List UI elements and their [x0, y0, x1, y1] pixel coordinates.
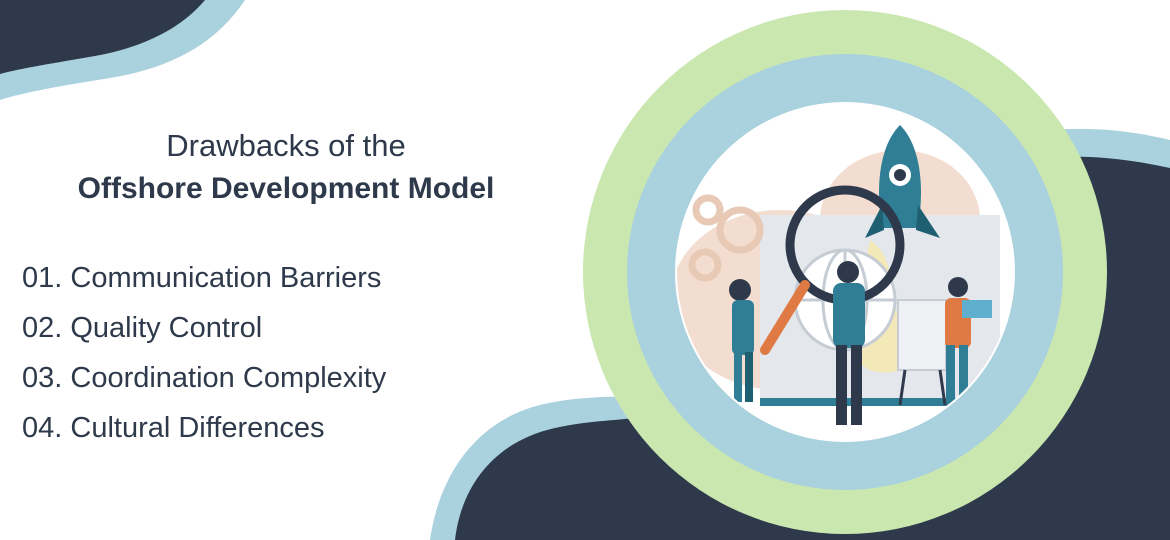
- top-left-wave-dark: [0, 0, 205, 74]
- illustration: [677, 125, 1000, 425]
- gear-icon: [688, 194, 764, 282]
- drawbacks-list: 01. Communication Barriers 02. Quality C…: [22, 258, 386, 458]
- person-left: [729, 279, 754, 402]
- rocket-icon: [865, 125, 940, 238]
- list-item: 02. Quality Control: [22, 312, 263, 344]
- list-item: 04. Cultural Differences: [22, 412, 325, 444]
- person-center: [833, 261, 865, 425]
- heading-line2: Offshore Development Model: [77, 172, 495, 205]
- heading-line1: Drawbacks of the: [166, 128, 406, 163]
- flipchart-icon: [897, 299, 947, 406]
- person-right: [945, 277, 992, 400]
- laptop-icon: [962, 300, 992, 318]
- list-item: 01. Communication Barriers: [22, 262, 382, 294]
- list-item: 03. Coordination Complexity: [22, 362, 387, 394]
